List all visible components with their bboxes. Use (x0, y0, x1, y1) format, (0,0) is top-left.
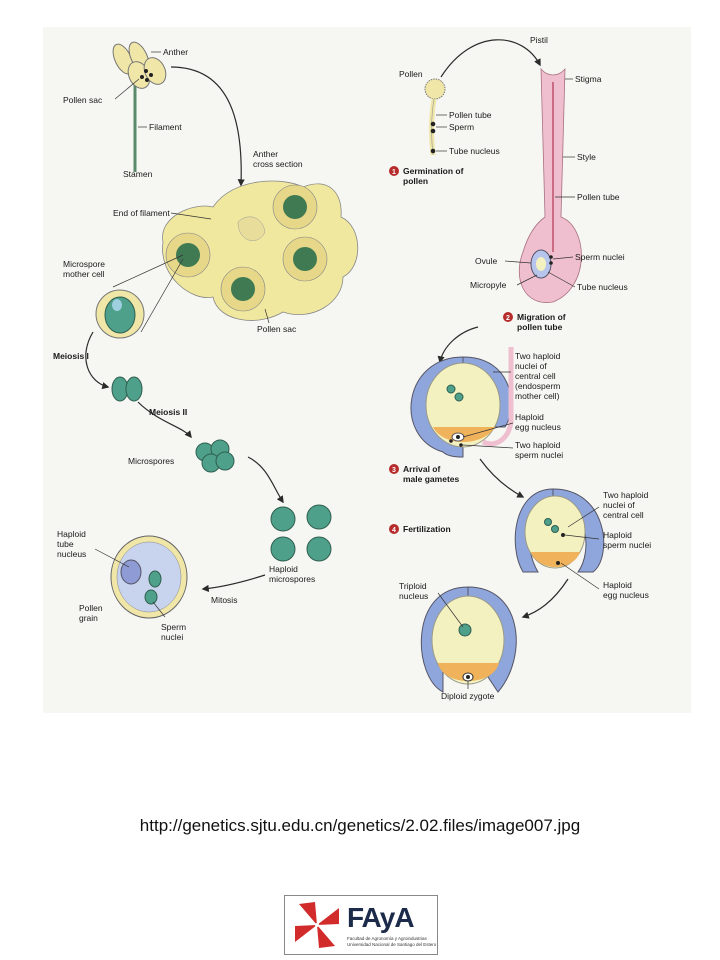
arrow-meiosis-1 (85, 331, 110, 390)
label-pollen-grain-2: grain (79, 613, 98, 623)
label-step2-1: Migration of (517, 312, 566, 322)
label-anther-cross-1: Anther (253, 149, 278, 159)
label-microspore-1: Microspore (63, 259, 105, 269)
label-central-b2: nuclei of (603, 500, 635, 510)
step-number-1: 1 (392, 169, 396, 176)
label-central-2: nuclei of (515, 361, 547, 371)
label-diploid-zygote: Diploid zygote (441, 691, 495, 701)
label-pollen-grain-1: Pollen (79, 603, 103, 613)
label-microspore-2: mother cell (63, 269, 105, 279)
label-two-sperm-1: Two haploid (515, 440, 561, 450)
logo-subtitle-1: Facultad de Agronomía y Agroindustrias (347, 936, 427, 941)
arrow-to-zygote (521, 578, 569, 619)
label-mitosis: Mitosis (211, 595, 237, 605)
label-haploid-micro-2: microspores (269, 574, 315, 584)
label-pollen-sac: Pollen sac (63, 95, 103, 105)
label-pollen-sac-2: Pollen sac (257, 324, 297, 334)
step-badge-3 (389, 464, 399, 474)
label-ovule: Ovule (475, 256, 497, 266)
arrow-separation (247, 456, 284, 504)
ovule-fertilization (514, 488, 605, 573)
ovule-arrival (410, 347, 514, 458)
arrow-to-pistil (440, 39, 541, 78)
pinwheel-icon (295, 902, 339, 948)
label-egg-1: Haploid (515, 412, 544, 422)
germinating-pollen (424, 78, 446, 156)
label-central-b1: Two haploid (603, 490, 649, 500)
label-stigma: Stigma (575, 74, 602, 84)
label-central-1: Two haploid (515, 351, 561, 361)
label-step3-1: Arrival of (403, 464, 440, 474)
label-tube-nucleus-2: Tube nucleus (577, 282, 628, 292)
step-badge-4 (389, 524, 399, 534)
label-egg-2: egg nucleus (515, 422, 561, 432)
step-badge-2 (503, 312, 513, 322)
step-number-3: 3 (392, 467, 396, 474)
logo-subtitle-2: Universidad Nacional de Santiago del Est… (347, 942, 437, 947)
label-meiosis-1: Meiosis I (53, 351, 89, 361)
arrow-mitosis (201, 574, 266, 593)
logo-wordmark: FAyA (347, 902, 415, 933)
label-central-3: central cell (515, 371, 556, 381)
label-tube-nucleus: Tube nucleus (449, 146, 500, 156)
tetrad-cells (195, 439, 235, 473)
label-step3-2: male gametes (403, 474, 459, 484)
faya-logo: FAyA Facultad de Agronomía y Agroindustr… (284, 895, 438, 955)
arrow-migration (437, 326, 479, 364)
label-step2-2: pollen tube (517, 322, 563, 332)
label-pollen-tube: Pollen tube (449, 110, 492, 120)
label-sperm: Sperm (449, 122, 474, 132)
label-step1-1: Germination of (403, 166, 464, 176)
label-microspores: Microspores (128, 456, 174, 466)
label-sperm-nuclei-1: Sperm (161, 622, 186, 632)
microspore-mother-cell (95, 289, 145, 339)
pollen-grain (110, 535, 188, 619)
step-number-4: 4 (392, 527, 396, 534)
haploid-microspores (270, 504, 332, 562)
label-two-sperm-2: sperm nuclei (515, 450, 563, 460)
label-haploid-tube-2: tube (57, 539, 74, 549)
label-haploid-tube-1: Haploid (57, 529, 86, 539)
label-step1-2: pollen (403, 176, 428, 186)
arrow-to-fertilization (479, 458, 525, 498)
stamen-illustration (112, 41, 167, 172)
pistil-illustration (519, 67, 582, 303)
label-central-b3: central cell (603, 510, 644, 520)
arrow-to-cross-section (170, 66, 245, 187)
label-step4: Fertilization (403, 524, 451, 534)
plant-reproduction-diagram: Anther Pollen sac Filament Stamen Anther… (43, 27, 691, 713)
step-number-2: 2 (506, 315, 510, 322)
label-hsperm-1: Haploid (603, 530, 632, 540)
label-sperm-nuclei-3: Sperm nuclei (575, 252, 625, 262)
label-end-of-filament: End of filament (113, 208, 170, 218)
label-hegg-1: Haploid (603, 580, 632, 590)
label-triploid-2: nucleus (399, 591, 428, 601)
label-hsperm-2: sperm nuclei (603, 540, 651, 550)
label-central-5: mother cell) (515, 391, 560, 401)
anther-cross-section (162, 180, 359, 321)
arrow-meiosis-2 (137, 401, 192, 439)
ovule-zygote (420, 586, 517, 693)
label-central-4: (endosperm (515, 381, 560, 391)
label-triploid-1: Triploid (399, 581, 427, 591)
label-pollen-tube-2: Pollen tube (577, 192, 620, 202)
image-source-url: http://genetics.sjtu.edu.cn/genetics/2.0… (139, 816, 581, 835)
label-anther: Anther (163, 47, 188, 57)
step-badge-1 (389, 166, 399, 176)
label-hegg-2: egg nucleus (603, 590, 649, 600)
diagram-svg: Anther Pollen sac Filament Stamen Anther… (53, 35, 651, 701)
label-pollen: Pollen (399, 69, 423, 79)
label-meiosis-2: Meiosis II (149, 407, 187, 417)
label-style: Style (577, 152, 596, 162)
label-pistil: Pistil (530, 35, 548, 45)
label-micropyle: Micropyle (470, 280, 507, 290)
label-haploid-micro-1: Haploid (269, 564, 298, 574)
label-haploid-tube-3: nucleus (57, 549, 86, 559)
label-sperm-nuclei-2: nuclei (161, 632, 183, 642)
label-anther-cross-2: cross section (253, 159, 303, 169)
dyad-cells (111, 376, 143, 402)
label-filament: Filament (149, 122, 182, 132)
label-stamen: Stamen (123, 169, 153, 179)
